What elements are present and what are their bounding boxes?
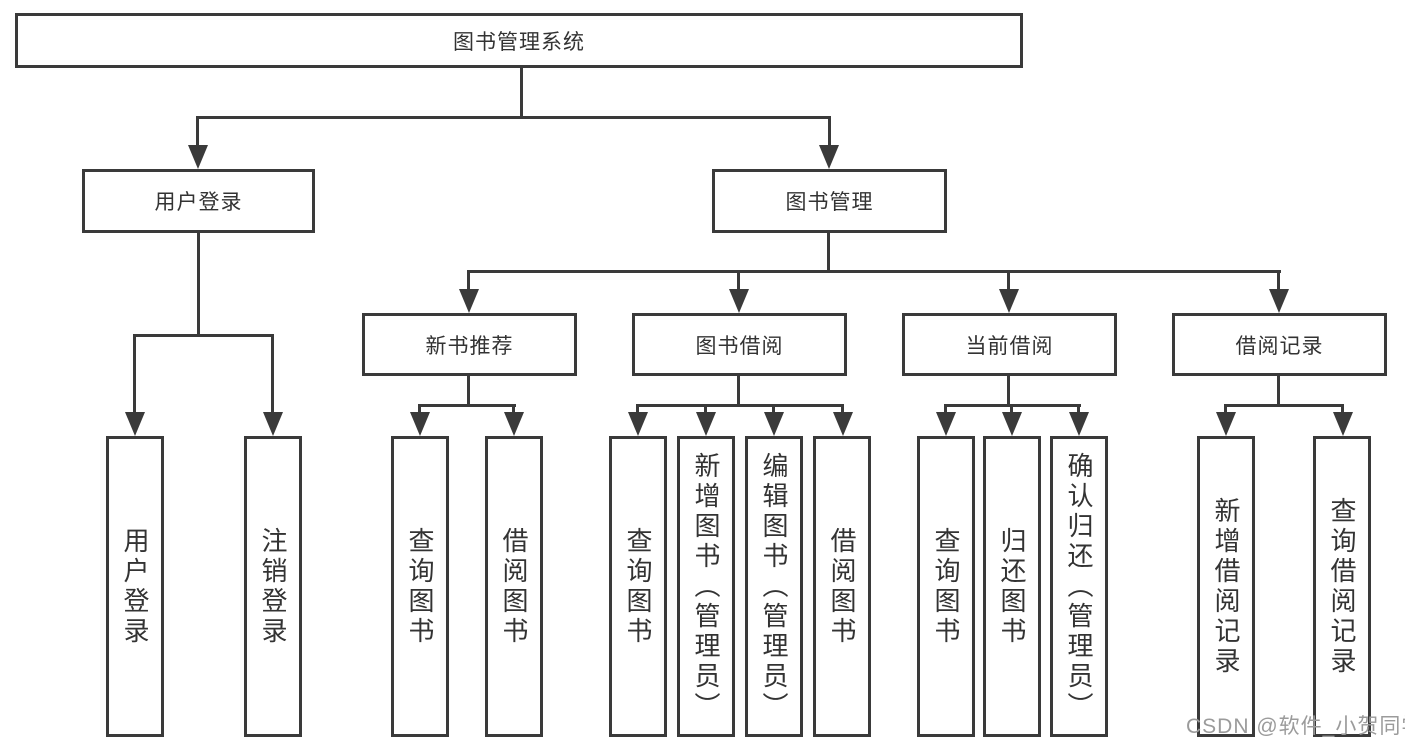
connector-line — [1341, 404, 1344, 416]
arrow-down-icon — [188, 145, 208, 169]
node-label: 图书借阅 — [695, 334, 784, 358]
connector-line — [1277, 270, 1280, 289]
connector-line — [1007, 270, 1010, 289]
leaf-label: 用户登录 — [120, 526, 150, 647]
connector-line — [467, 376, 470, 407]
arrow-down-icon — [936, 412, 956, 436]
connector-line — [1277, 376, 1280, 407]
arrow-down-icon — [263, 412, 283, 436]
leaf-label: 注销登录 — [258, 526, 288, 647]
connector-line — [827, 233, 830, 273]
connector-line — [944, 404, 947, 416]
connector-line — [1224, 404, 1227, 416]
arrow-down-icon — [628, 412, 648, 436]
leaf-query-books-current: 查询图书 — [917, 436, 975, 737]
connector-line — [197, 116, 831, 119]
leaf-label: 确认归还（管理员） — [1064, 451, 1094, 722]
leaf-label: 新增借阅记录 — [1211, 496, 1241, 677]
node-book-management: 图书管理 — [712, 169, 947, 233]
connector-line — [468, 270, 1281, 273]
arrow-down-icon — [833, 412, 853, 436]
arrow-down-icon — [1002, 412, 1022, 436]
leaf-query-books-borrowing: 查询图书 — [609, 436, 667, 737]
arrow-down-icon — [1269, 289, 1289, 313]
arrow-down-icon — [1069, 412, 1089, 436]
node-label: 图书管理系统 — [453, 30, 585, 54]
leaf-add-borrow-record: 新增借阅记录 — [1197, 436, 1255, 737]
connector-line — [418, 404, 516, 407]
leaf-label: 编辑图书（管理员） — [759, 451, 789, 722]
leaf-user-login: 用户登录 — [106, 436, 164, 737]
connector-line — [512, 404, 515, 416]
arrow-down-icon — [819, 145, 839, 169]
connector-line — [704, 404, 707, 416]
arrow-down-icon — [1333, 412, 1353, 436]
connector-line — [133, 334, 136, 413]
leaf-label: 查询图书 — [405, 526, 435, 647]
node-label: 新书推荐 — [425, 334, 514, 358]
connector-line — [520, 68, 523, 119]
leaf-borrow-books-recommend: 借阅图书 — [485, 436, 543, 737]
node-new-book-recommendation: 新书推荐 — [362, 313, 577, 376]
connector-line — [134, 334, 274, 337]
leaf-label: 借阅图书 — [827, 526, 857, 647]
arrow-down-icon — [504, 412, 524, 436]
connector-line — [418, 404, 421, 416]
node-label: 当前借阅 — [965, 334, 1054, 358]
arrow-down-icon — [410, 412, 430, 436]
leaf-label: 归还图书 — [997, 526, 1027, 647]
leaf-confirm-return-admin: 确认归还（管理员） — [1050, 436, 1108, 737]
connector-line — [828, 116, 831, 146]
connector-line — [841, 404, 844, 416]
leaf-edit-books-admin: 编辑图书（管理员） — [745, 436, 803, 737]
arrow-down-icon — [729, 289, 749, 313]
node-current-borrowing: 当前借阅 — [902, 313, 1117, 376]
leaf-label: 新增图书（管理员） — [691, 451, 721, 722]
leaf-label: 查询借阅记录 — [1327, 496, 1357, 677]
connector-line — [737, 270, 740, 289]
connector-line — [1010, 404, 1013, 416]
connector-line — [467, 270, 470, 289]
arrow-down-icon — [999, 289, 1019, 313]
arrow-down-icon — [459, 289, 479, 313]
connector-line — [1077, 404, 1080, 416]
leaf-label: 借阅图书 — [499, 526, 529, 647]
leaf-add-books-admin: 新增图书（管理员） — [677, 436, 735, 737]
connector-line — [772, 404, 775, 416]
connector-line — [196, 116, 199, 146]
node-user-login: 用户登录 — [82, 169, 315, 233]
node-label: 用户登录 — [154, 191, 243, 214]
leaf-borrow-books-borrowing: 借阅图书 — [813, 436, 871, 737]
node-label: 借阅记录 — [1235, 334, 1324, 358]
node-borrowing-records: 借阅记录 — [1172, 313, 1387, 376]
connector-line — [636, 404, 844, 407]
leaf-label: 查询图书 — [623, 526, 653, 647]
connector-line — [636, 404, 639, 416]
connector-line — [197, 233, 200, 336]
arrow-down-icon — [125, 412, 145, 436]
arrow-down-icon — [696, 412, 716, 436]
node-book-borrowing: 图书借阅 — [632, 313, 847, 376]
leaf-logout-login: 注销登录 — [244, 436, 302, 737]
connector-line — [1224, 404, 1343, 407]
arrow-down-icon — [1216, 412, 1236, 436]
node-library-management-system: 图书管理系统 — [15, 13, 1023, 68]
watermark: CSDN @软件_小贺同学 — [1186, 715, 1405, 738]
leaf-query-books-recommend: 查询图书 — [391, 436, 449, 737]
leaf-label: 查询图书 — [931, 526, 961, 647]
connector-line — [737, 376, 740, 407]
connector-line — [271, 334, 274, 413]
leaf-query-borrow-record: 查询借阅记录 — [1313, 436, 1371, 737]
node-label: 图书管理 — [785, 191, 874, 214]
connector-line — [1007, 376, 1010, 407]
leaf-return-books: 归还图书 — [983, 436, 1041, 737]
arrow-down-icon — [764, 412, 784, 436]
